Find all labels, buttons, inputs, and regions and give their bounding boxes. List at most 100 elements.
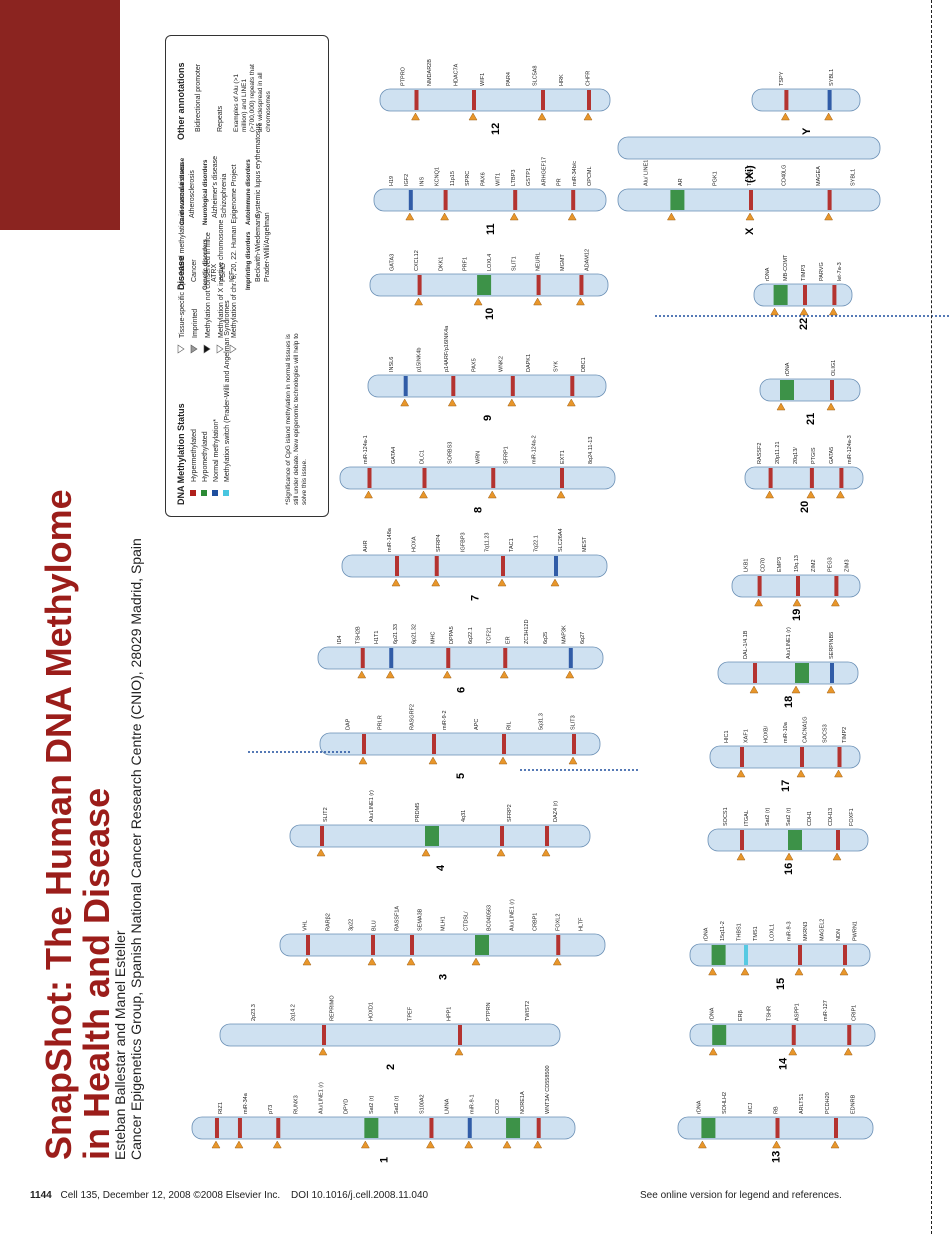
methylation-band	[757, 576, 762, 596]
methylation-band	[214, 1118, 219, 1138]
gene-label: ASPP1	[795, 1003, 801, 1021]
cancer-marker	[792, 598, 802, 607]
methylation-band	[839, 468, 844, 488]
gene-label: NEURL	[536, 252, 542, 271]
gene-label: PEG3	[828, 557, 834, 572]
chromosome-body	[339, 466, 616, 490]
cancer-marker	[497, 578, 507, 587]
gene-label: 3p22	[349, 919, 355, 931]
cancer-marker	[447, 398, 457, 407]
legend-genetic-item: FSHD	[220, 263, 227, 282]
gene-label: MHC	[430, 631, 436, 644]
gene-label: ZIM2	[811, 559, 817, 572]
gene-label: TSHR	[766, 1006, 772, 1021]
methylation-band	[670, 190, 685, 210]
footer-journal: Cell 135, December 12, 2008 ©2008 Elsevi…	[60, 1190, 281, 1201]
gene-label: PAR4	[506, 72, 512, 86]
gene-label: NMDAR2B	[427, 59, 433, 86]
gene-label: TSPY	[779, 71, 785, 86]
cancer-marker	[567, 212, 577, 221]
cancer-marker	[537, 112, 547, 121]
gene-label: CDH1	[807, 811, 813, 826]
chromosome-number: 18	[783, 696, 795, 708]
gene-label: SLIT1	[511, 256, 517, 271]
cancer-marker	[442, 670, 452, 679]
gene-label: ZIM3	[844, 559, 850, 572]
methylation-band	[834, 576, 839, 596]
cancer-marker	[788, 1047, 798, 1056]
gene-label: RASSF1A	[395, 906, 401, 931]
cancer-marker	[791, 685, 801, 694]
gene-label: APC	[474, 719, 480, 730]
chromosome-number: 12	[490, 123, 502, 135]
gene-label: HIC1	[724, 730, 730, 743]
legend-cancer-label: Cancer	[191, 259, 198, 282]
cancer-marker	[565, 670, 575, 679]
gene-label: SLC5A8	[533, 66, 539, 87]
cancer-marker	[487, 490, 497, 499]
gene-label: PTPRO	[400, 66, 406, 86]
gene-label: PCDH20	[825, 1092, 831, 1114]
gene-label: GATA3	[390, 254, 396, 271]
gene-label: LTBP3	[511, 170, 517, 186]
methylation-band	[422, 468, 427, 488]
gene-label: COX2	[495, 1099, 501, 1114]
gene-label: LMNA	[444, 1098, 450, 1114]
gene-label: BC040563	[487, 905, 493, 931]
chromosome-body	[751, 88, 861, 112]
methylation-band	[367, 468, 372, 488]
gene-label: PTPRN	[486, 1002, 492, 1021]
methylation-band	[389, 648, 394, 668]
gene-label: SORBS3	[447, 442, 453, 464]
methylation-band	[417, 275, 422, 295]
cancer-marker	[541, 848, 551, 857]
gene-label: CD70	[760, 558, 766, 572]
methylation-band	[788, 830, 802, 850]
methylation-band	[306, 935, 310, 955]
methylation-band	[364, 1118, 379, 1138]
methylation-band	[506, 1118, 521, 1138]
gene-label: Sat2 (r)	[394, 1095, 400, 1114]
gene-label: HDAC7A	[453, 63, 459, 86]
gene-label: MB-COMT	[783, 254, 789, 281]
gene-label: PRLR	[378, 715, 384, 730]
gene-label: OLIG1	[831, 360, 837, 376]
gene-label: PARVG	[819, 262, 825, 281]
gene-label: WNT3A/ CD558500	[545, 1065, 551, 1114]
gene-label: rDNA	[765, 267, 771, 281]
methylation-band	[712, 1025, 727, 1045]
methylation-band	[458, 1025, 462, 1045]
gene-label: SLIT3	[571, 715, 577, 730]
methylation-band	[410, 935, 414, 955]
gene-label: AHR	[363, 540, 369, 552]
gene-label: DPPA5	[449, 626, 455, 644]
gene-label: TIMP2	[842, 727, 848, 743]
chromosome-number: 1	[379, 1157, 391, 1163]
chromosome-number: 15	[775, 978, 787, 990]
cancer-marker	[784, 852, 794, 861]
methylation-band	[572, 734, 576, 754]
cancer-marker	[583, 112, 593, 121]
legend-box	[165, 35, 329, 517]
gene-label: 2q14.2	[290, 1004, 296, 1021]
methylation-band	[791, 1025, 796, 1045]
chromosome-number: 5	[455, 773, 467, 779]
chromosome-number: 17	[780, 780, 792, 792]
chromosome-body	[289, 824, 591, 848]
gene-label: rDNA	[710, 1007, 716, 1021]
chromosome-body	[373, 188, 607, 212]
gene-label: 20p11.21	[775, 441, 781, 464]
gene-label: TPEF	[408, 1006, 414, 1021]
legend-cardio-item: Atherosclerosis	[189, 170, 196, 218]
gene-label: ITGAL	[744, 810, 750, 826]
gene-label: miR-9-3	[786, 921, 792, 941]
methylation-band	[237, 1118, 242, 1138]
gene-label: CHFR	[586, 71, 592, 86]
cancer-marker	[576, 297, 585, 306]
